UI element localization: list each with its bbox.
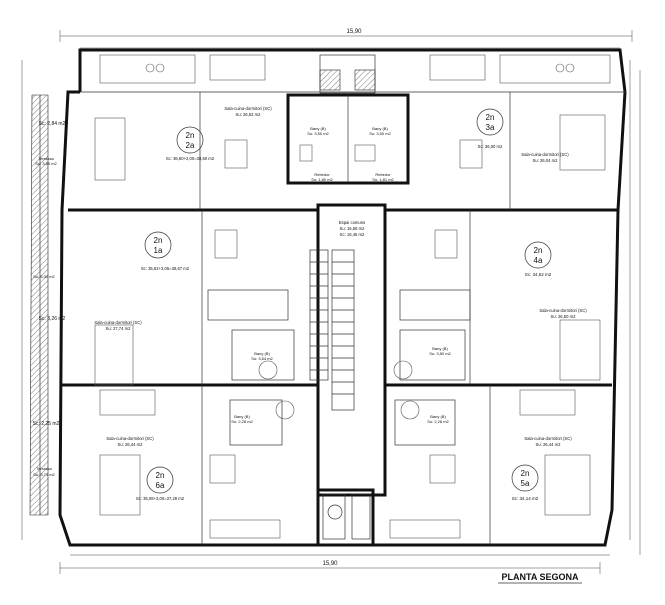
apartment-1a: 2n 1a Sc: 35,62+3,05=38,67 m2 Sala-cuina… [94,231,190,331]
bottom-dimension-label: 15,90 [322,561,338,567]
svg-text:Sc: 2,84 m2: Sc: 2,84 m2 [39,121,66,127]
apartment-2a: Sala-cuina-dormitori (SC) Su: 26,52 m2 2… [166,106,272,161]
svg-text:Su: 26,52 m2: Su: 26,52 m2 [236,112,262,117]
bath-6a-area: Su: 2,28 m2 [231,419,253,424]
unit-3a-top: 2n [486,113,495,122]
unit-4a-top: 2n [534,246,543,255]
apartment-5a: Sala-cuina-dormitori (SC) Su: 26,44 m2 2… [511,436,572,501]
svg-text:Su: 26,44 m2: Su: 26,44 m2 [118,442,144,447]
rebedor-left-area: Su: 1,80 m2 [311,177,333,182]
top-dimension-label: 15,90 [346,29,362,35]
bath-top-right-area: Su: 3,50 m2 [369,131,391,136]
top-wet-core: Bany (B) Su: 3,50 m2 Bany (B) Su: 3,50 m… [286,54,410,185]
plan-title: PLANTA SEGONA [501,572,579,582]
bath-6a-label: Bany (B) [234,414,250,419]
unit-3a-bottom: 3a [486,123,495,132]
unit-6a-bottom: 6a [156,481,165,490]
svg-text:Sala-cuina-dormitori (SC): Sala-cuina-dormitori (SC) [524,436,572,441]
rebedor-left-label: Rebedor [314,172,330,177]
svg-text:Sc: 2,25 m2: Sc: 2,25 m2 [33,421,60,427]
bath-top-right-label: Bany (B) [372,126,388,131]
svg-text:Sala-cuina-dormitori (SC): Sala-cuina-dormitori (SC) [521,152,569,157]
rebedor-right-label: Rebedor [375,172,391,177]
unit-4a-bottom: 4a [534,256,543,265]
bottom-dimension-line: 15,90 [59,554,610,574]
svg-text:Sc: 3,26 m2: Sc: 3,26 m2 [39,316,66,322]
svg-text:Terrassa: Terrassa [38,156,54,161]
svg-text:Sc: 35,62+3,05=38,67 m2: Sc: 35,62+3,05=38,67 m2 [141,266,190,271]
svg-text:Sala-cuina-dormitori (SC): Sala-cuina-dormitori (SC) [94,320,142,325]
bath-4a-label: Bany (B) [432,346,448,351]
bath-top-left-label: Bany (B) [310,126,326,131]
top-dimension-line: 15,90 [59,29,633,49]
unit-5a-top: 2n [521,469,530,478]
svg-text:Sc: 36,00 m2: Sc: 36,00 m2 [478,144,503,149]
common-space-area-1: Su: 15,58 m2 [340,226,366,231]
unit-1a-top: 2n [154,236,163,245]
svg-text:Su: 27,74 m2: Su: 27,74 m2 [106,326,132,331]
svg-text:Sc: 34,14 m2: Sc: 34,14 m2 [512,496,539,501]
apartment-3a: 2n 3a Sc: 36,00 m2 Sala-cuina-dormitori … [476,108,569,163]
svg-text:Sc: 36,60+2,00=38,60 m2: Sc: 36,60+2,00=38,60 m2 [166,156,215,161]
unit-2a-bottom: 2a [186,141,195,150]
svg-text:Terrassa: Terrassa [36,466,52,471]
unit-1a-bottom: 1a [154,246,163,255]
apartment-6a: Sala-cuina-dormitori (SC) Su: 26,44 m2 2… [106,436,184,501]
svg-text:Sc: 34,52 m2: Sc: 34,52 m2 [525,272,552,277]
furniture [94,54,611,539]
bath-top-left-area: Su: 3,50 m2 [307,131,329,136]
bath-1a-label: Bany (B) [254,351,270,356]
common-space-label: Espai comuns [339,220,365,225]
unit-6a-top: 2n [156,471,165,480]
apartment-4a: 2n 4a Sc: 34,52 m2 Sala-cuina-dormitori … [524,241,587,319]
interior-partitions [199,92,511,545]
svg-text:Sala-cuina-dormitori (SC): Sala-cuina-dormitori (SC) [106,436,154,441]
bath-1a-area: Su: 3,64 m2 [251,356,273,361]
unit-2a-top: 2n [186,131,195,140]
svg-text:Su: 3,69 m2: Su: 3,69 m2 [35,161,57,166]
rebedor-right-area: Su: 1,81 m2 [372,177,394,182]
svg-text:Su: 26,44 m2: Su: 26,44 m2 [536,442,562,447]
svg-text:Su: 5,30 m2: Su: 5,30 m2 [33,274,55,279]
bath-5a-label: Bany (B) [430,414,446,419]
terrace-labels: Sc: 2,84 m2 Terrassa Su: 3,69 m2 Su: 5,3… [33,121,66,477]
unit-5a-bottom: 5a [521,479,530,488]
svg-text:Su: 3,71 m2: Su: 3,71 m2 [33,472,55,477]
common-space-area-2: Sc: 16,45 m2 [340,232,365,237]
bath-4a-area: Su: 3,80 m2 [429,351,451,356]
svg-text:Sc: 35,08+3,00=37,28 m2: Sc: 35,08+3,00=37,28 m2 [136,496,185,501]
terrace-strip [29,94,49,516]
svg-text:Sala-cuina-dormitori (SC): Sala-cuina-dormitori (SC) [224,106,272,111]
central-core: Espai comuns Su: 15,58 m2 Sc: 16,45 m2 [309,203,387,547]
svg-text:Su: 26,04 m2: Su: 26,04 m2 [533,158,559,163]
exterior-walls [58,48,627,547]
bath-5a-area: Su: 2,28 m2 [427,419,449,424]
svg-text:Sala-cuina-dormitori (SC): Sala-cuina-dormitori (SC) [539,308,587,313]
svg-text:Su: 26,50 m2: Su: 26,50 m2 [551,314,577,319]
